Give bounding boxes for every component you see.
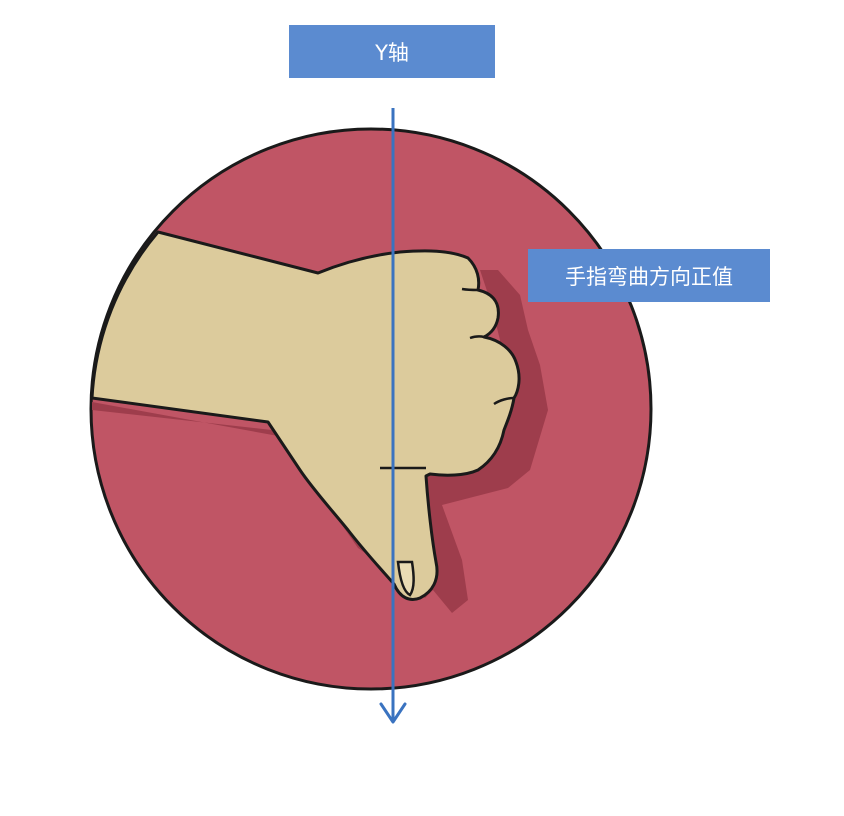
thumbnail: [396, 560, 415, 597]
finger-crease-3: [493, 396, 515, 406]
thumbs-down-icon: [90, 230, 521, 601]
finger-crease-2: [469, 335, 485, 340]
finger-crease-1: [461, 287, 479, 292]
y-axis-label: Y轴: [289, 25, 495, 78]
curl-direction-label: 手指弯曲方向正值: [528, 249, 770, 302]
arrow-down-icon: [379, 702, 407, 724]
hand-shadow: [92, 270, 548, 613]
